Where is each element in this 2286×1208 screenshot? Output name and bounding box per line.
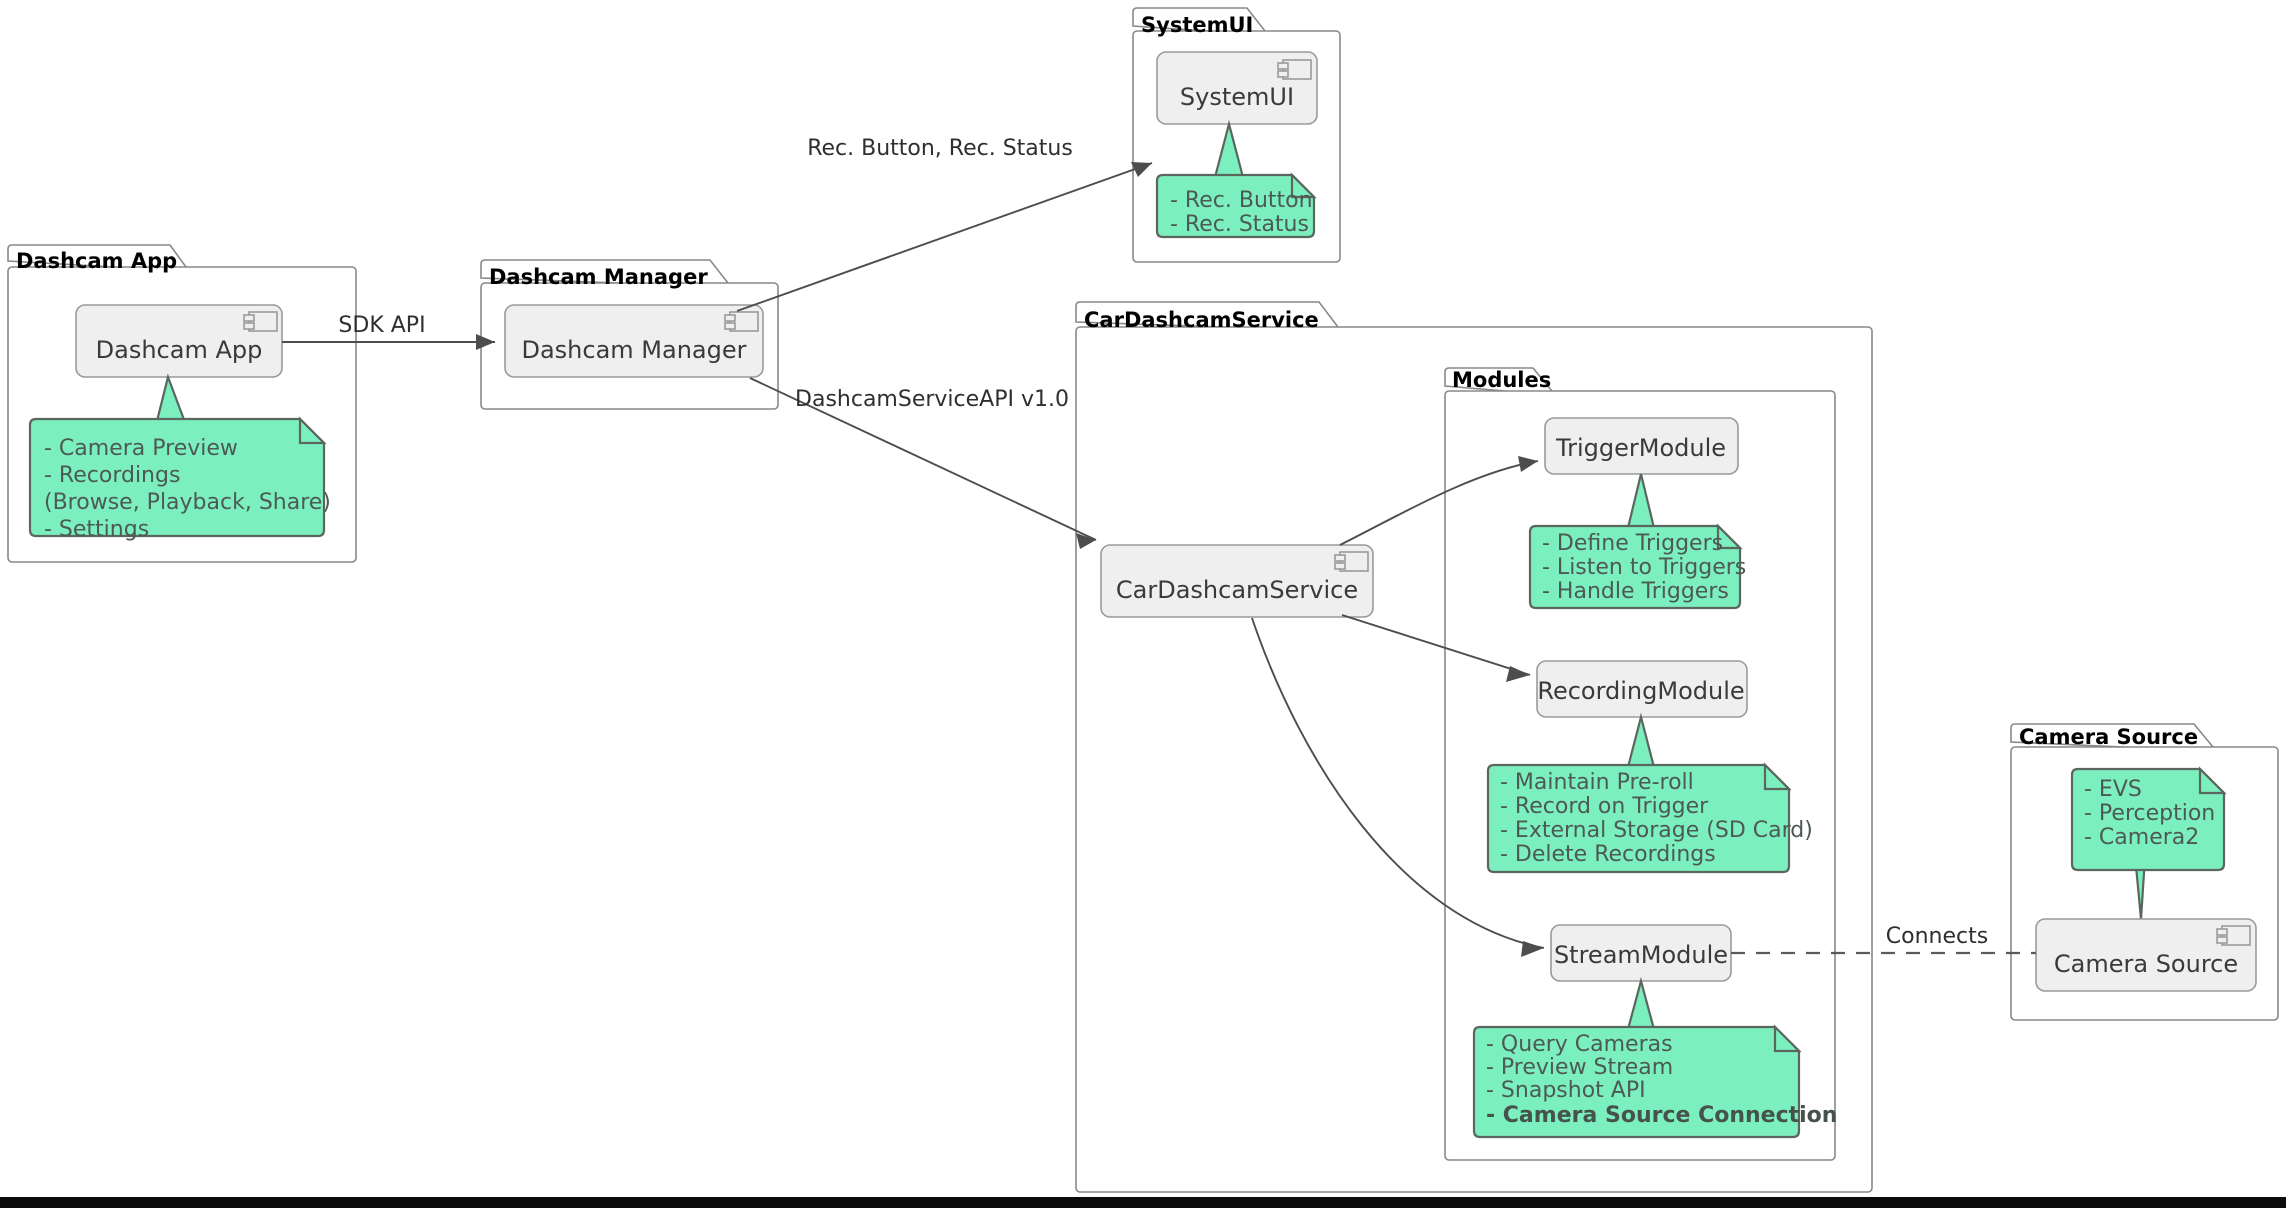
package-label-cardashcamservice: CarDashcamService [1084,308,1319,332]
note-body-dashcam-app [28,417,326,538]
component-stream-module[interactable]: StreamModule [1550,924,1732,982]
arrowhead [1506,666,1530,682]
note-body-stream-module [1472,1025,1801,1139]
component-cardashcamservice[interactable]: CarDashcamService [1100,544,1374,618]
arrowhead [1518,456,1538,472]
component-trigger-module[interactable]: TriggerModule [1544,417,1739,475]
note-line: - Snapshot API [1486,1078,1646,1103]
note-trigger-module: - Define Triggers - Listen to Triggers -… [1528,473,1746,610]
note-fold-trigger-module [1716,523,1743,550]
edge-manager-to-systemui: Rec. Button, Rec. Status [736,136,1153,312]
component-label-stream-module: StreamModule [1554,941,1728,969]
note-body-recording-module [1486,763,1791,874]
note-line: - Camera2 [2084,825,2199,850]
package-label-dashcam-app: Dashcam App [16,249,177,273]
note-line: - Rec. Button [1170,188,1313,213]
component-label-trigger-module: TriggerModule [1555,434,1726,462]
note-line: - Maintain Pre-roll [1500,770,1694,795]
note-line: - Delete Recordings [1500,842,1716,867]
package-label-modules: Modules [1452,368,1551,392]
note-line: - Settings [44,517,149,542]
note-fold-recording-module [1763,762,1792,791]
note-fold-systemui [1290,172,1317,199]
edge-service-to-stream [1251,617,1545,957]
note-line: (Browse, Playback, Share) [44,490,331,515]
component-camera-source[interactable]: Camera Source [2035,918,2257,992]
edge-service-to-recording [1341,614,1531,682]
component-stereotype-icon [724,311,759,332]
component-box-systemui [1156,51,1318,125]
component-systemui[interactable]: SystemUI [1156,51,1318,125]
package-tab-modules [1444,367,1553,396]
note-line: - Listen to Triggers [1542,555,1746,580]
edge-label-connects: Connects [1886,924,1988,949]
note-line: - Preview Stream [1486,1055,1673,1080]
note-recording-module: - Maintain Pre-roll - Record on Trigger … [1486,712,1813,874]
edge-label-sdk-api: SDK API [338,313,425,338]
note-fold-dashcam-app [298,416,327,445]
note-line: - Recordings [44,463,180,488]
note-dashcam-app: - Camera Preview - Recordings (Browse, P… [28,373,331,542]
component-label-dashcam-app: Dashcam App [96,336,263,364]
note-line: - Perception [2084,801,2215,826]
note-fold-stream-module [1773,1024,1802,1053]
package-label-dashcam-manager: Dashcam Manager [489,265,708,289]
note-systemui: - Rec. Button - Rec. Status [1155,119,1317,239]
package-label-systemui: SystemUI [1141,13,1253,37]
component-box-dashcam-app [75,304,283,378]
note-line: - EVS [2084,777,2142,802]
component-stereotype-icon [1334,551,1369,572]
arrowhead [1131,162,1152,177]
component-stereotype-icon [2216,925,2251,946]
edge-label-rec-button-status: Rec. Button, Rec. Status [807,136,1073,161]
component-box-camera-source [2035,918,2257,992]
note-line-bold: - Camera Source Connection [1486,1103,1837,1128]
edge-app-to-manager: SDK API [282,313,495,350]
package-tab-cardashcamservice [1075,301,1339,332]
package-tab-dashcam-manager [480,259,729,288]
note-body-camera-source [2070,767,2226,872]
component-dashcam-manager[interactable]: Dashcam Manager [504,304,764,378]
note-body-systemui [1155,173,1316,239]
component-dashcam-app[interactable]: Dashcam App [75,304,283,378]
component-recording-module[interactable]: RecordingModule [1536,660,1748,718]
package-label-camera-source: Camera Source [2019,725,2198,749]
component-box-cardashcamservice [1100,544,1374,618]
component-box-dashcam-manager [504,304,764,378]
package-tab-dashcam-app [7,244,187,272]
component-label-dashcam-manager: Dashcam Manager [521,336,746,364]
note-camera-source: - EVS - Perception - Camera2 [2070,766,2227,920]
package-tab-camera-source [2010,723,2214,752]
component-label-cardashcamservice: CarDashcamService [1116,576,1358,604]
component-stereotype-icon [1277,59,1312,80]
note-line: - External Storage (SD Card) [1500,818,1813,843]
component-label-camera-source: Camera Source [2054,950,2238,978]
component-label-recording-module: RecordingModule [1537,677,1744,705]
note-stream-module: - Query Cameras - Preview Stream - Snaps… [1472,976,1837,1139]
edge-manager-to-service: DashcamServiceAPI v1.0 [749,377,1097,549]
component-label-systemui: SystemUI [1180,83,1294,111]
note-fold-camera-source [2198,766,2227,795]
note-line: - Rec. Status [1170,212,1309,237]
note-line: - Handle Triggers [1542,579,1729,604]
note-line: - Camera Preview [44,436,238,461]
package-tab-systemui [1132,7,1266,36]
edge-label-dashcamserviceapi: DashcamServiceAPI v1.0 [795,387,1069,412]
note-line: - Query Cameras [1486,1032,1673,1057]
note-line: - Record on Trigger [1500,794,1709,819]
note-body-trigger-module [1528,524,1742,610]
edge-stream-to-camera-source: Connects [1731,924,2036,955]
arrowhead [476,334,495,350]
edge-service-to-trigger [1339,456,1539,546]
arrowhead [1076,533,1096,549]
arrowhead [1521,941,1544,957]
window-bottom-edge [0,1197,2286,1208]
component-stereotype-icon [243,311,278,332]
note-line: - Define Triggers [1542,531,1723,556]
